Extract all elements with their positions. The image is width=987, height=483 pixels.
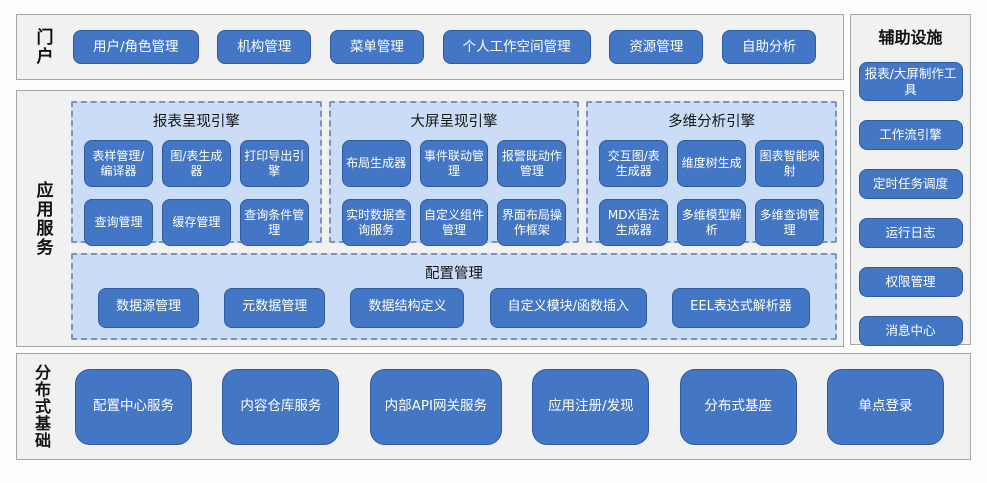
engine-panel-olap: 多维分析引擎 交互图/表生成器 维度树生成 图表智能映射 MDX语法生成器 多维… (586, 101, 838, 246)
engine-title-report: 报表呈现引擎 (152, 114, 240, 130)
portal-node: 资源管理 (609, 30, 704, 64)
engine-title-olap: 多维分析引擎 (668, 114, 756, 130)
module-node: 报警既动作管理 (497, 140, 567, 187)
engine-report-nodes: 表样管理/编译器 图/表生成器 打印导出引擎 查询管理 缓存管理 查询条件管理 (73, 131, 320, 246)
module-node: MDX语法生成器 (599, 199, 669, 246)
module-node: 事件联动管理 (419, 140, 489, 187)
app-services-content: 报表呈现引擎 表样管理/编译器 图/表生成器 打印导出引擎 查询管理 缓存管理 … (69, 91, 843, 346)
portal-label: 门户 (32, 28, 53, 66)
module-node: 维度树生成 (677, 140, 747, 187)
engine-panels-row: 报表呈现引擎 表样管理/编译器 图/表生成器 打印导出引擎 查询管理 缓存管理 … (71, 101, 838, 246)
config-node: 自定义模块/函数插入 (489, 287, 647, 328)
engine-olap-nodes: 交互图/表生成器 维度树生成 图表智能映射 MDX语法生成器 多维模型解析 多维… (588, 131, 835, 246)
auxiliary-node: 报表/大屏制作工具 (858, 62, 963, 102)
portal-node: 菜单管理 (329, 30, 424, 64)
module-node: 交互图/表生成器 (599, 140, 669, 187)
config-management-panel: 配置管理 数据源管理 元数据管理 数据结构定义 自定义模块/函数插入 EEL表达… (71, 253, 837, 340)
module-node: 多维查询管理 (755, 199, 825, 246)
auxiliary-nodes: 报表/大屏制作工具 工作流引擎 定时任务调度 运行日志 权限管理 消息中心 (858, 62, 963, 347)
app-services-section: 应用服务 报表呈现引擎 表样管理/编译器 图/表生成器 打印导出引擎 查询管理 … (16, 90, 844, 347)
portal-label-column: 门户 (17, 28, 69, 66)
config-nodes: 数据源管理 元数据管理 数据结构定义 自定义模块/函数插入 EEL表达式解析器 (73, 283, 835, 338)
auxiliary-node: 定时任务调度 (858, 169, 963, 200)
engine-title-bigscreen: 大屏呈现引擎 (410, 114, 498, 130)
module-node: 布局生成器 (341, 140, 411, 187)
module-node: 界面布局操作框架 (497, 199, 567, 246)
foundation-node: 单点登录 (827, 368, 944, 445)
portal-node: 自助分析 (722, 30, 816, 64)
foundation-node: 内部API网关服务 (369, 368, 503, 445)
portal-nodes: 用户/角色管理 机构管理 菜单管理 个人工作空间管理 资源管理 自助分析 (69, 30, 843, 64)
auxiliary-node: 消息中心 (858, 316, 963, 347)
module-node: 自定义组件管理 (419, 199, 489, 246)
module-node: 实时数据查询服务 (341, 199, 411, 246)
foundation-node: 内容仓库服务 (222, 368, 340, 445)
config-panel-title: 配置管理 (425, 266, 483, 282)
module-node: 图/表生成器 (161, 140, 231, 187)
module-node: 表样管理/编译器 (84, 140, 153, 187)
auxiliary-node: 工作流引擎 (858, 120, 963, 151)
config-node: 数据结构定义 (350, 287, 465, 328)
auxiliary-title: 辅助设施 (878, 28, 943, 47)
foundation-section: 分布式基础 配置中心服务 内容仓库服务 内部API网关服务 应用注册/发现 分布… (16, 353, 971, 460)
foundation-node: 应用注册/发现 (532, 368, 650, 445)
foundation-node: 分布式基座 (679, 368, 797, 445)
module-node: 多维模型解析 (677, 199, 747, 246)
module-node: 图表智能映射 (755, 140, 825, 187)
engine-panel-report: 报表呈现引擎 表样管理/编译器 图/表生成器 打印导出引擎 查询管理 缓存管理 … (71, 101, 322, 246)
config-node: 数据源管理 (98, 287, 200, 328)
app-services-label: 应用服务 (32, 180, 53, 257)
module-node: 打印导出引擎 (239, 140, 309, 187)
module-node: 缓存管理 (161, 199, 231, 246)
engine-bigscreen-nodes: 布局生成器 事件联动管理 报警既动作管理 实时数据查询服务 自定义组件管理 界面… (331, 131, 578, 246)
portal-section: 门户 用户/角色管理 机构管理 菜单管理 个人工作空间管理 资源管理 自助分析 (16, 14, 844, 80)
foundation-label: 分布式基础 (32, 364, 51, 449)
app-services-label-column: 应用服务 (17, 91, 69, 346)
module-node: 查询条件管理 (239, 199, 309, 246)
auxiliary-node: 运行日志 (858, 218, 963, 249)
foundation-node: 配置中心服务 (75, 368, 192, 445)
auxiliary-node: 权限管理 (858, 267, 963, 298)
engine-panel-bigscreen: 大屏呈现引擎 布局生成器 事件联动管理 报警既动作管理 实时数据查询服务 自定义… (328, 101, 580, 246)
portal-node: 用户/角色管理 (73, 30, 199, 64)
portal-node: 机构管理 (217, 30, 312, 64)
portal-node: 个人工作空间管理 (442, 30, 591, 64)
foundation-label-column: 分布式基础 (17, 364, 65, 449)
config-node: EEL表达式解析器 (672, 287, 810, 328)
auxiliary-sidebar: 辅助设施 报表/大屏制作工具 工作流引擎 定时任务调度 运行日志 权限管理 消息… (850, 14, 971, 347)
module-node: 查询管理 (84, 199, 153, 246)
config-node: 元数据管理 (224, 287, 326, 328)
foundation-nodes: 配置中心服务 内容仓库服务 内部API网关服务 应用注册/发现 分布式基座 单点… (65, 368, 970, 445)
